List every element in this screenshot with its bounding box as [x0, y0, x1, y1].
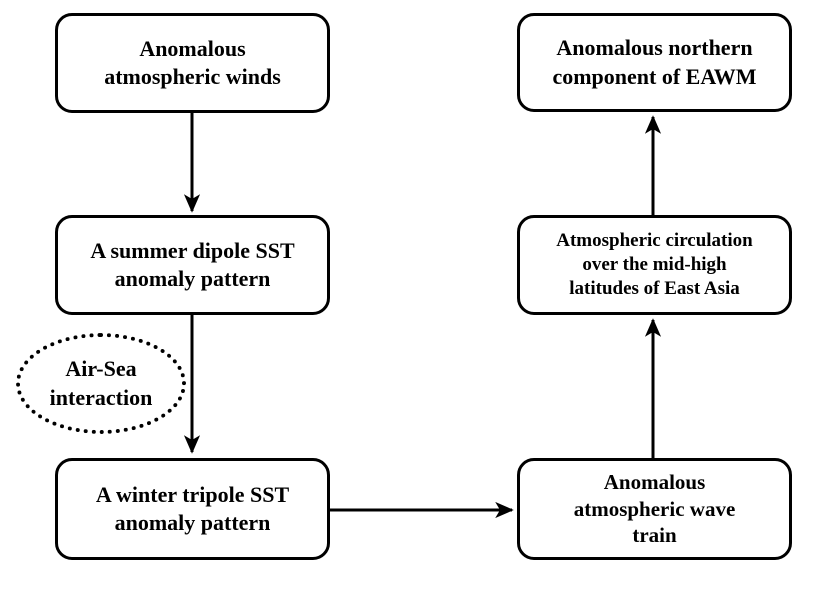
node-label: Anomalous atmospheric wave train	[573, 469, 736, 548]
node-label: Anomalous northern component of EAWM	[552, 35, 757, 89]
node-anomalous-northern-eawm: Anomalous northern component of EAWM	[517, 13, 792, 112]
node-atmospheric-circulation: Atmospheric circulation over the mid-hig…	[517, 215, 792, 315]
node-label: A winter tripole SST anomaly pattern	[95, 481, 290, 535]
node-label: Atmospheric circulation over the mid-hig…	[556, 229, 753, 300]
node-label: Air-Sea interaction	[49, 356, 153, 410]
node-summer-dipole-sst: A summer dipole SST anomaly pattern	[55, 215, 330, 315]
node-label: Anomalous atmospheric winds	[104, 35, 281, 89]
node-anomalous-wave-train: Anomalous atmospheric wave train	[517, 458, 792, 560]
node-winter-tripole-sst: A winter tripole SST anomaly pattern	[55, 458, 330, 560]
node-air-sea-interaction: Air-Sea interaction	[16, 333, 186, 434]
node-label: A summer dipole SST anomaly pattern	[90, 237, 295, 291]
node-anomalous-atmospheric-winds: Anomalous atmospheric winds	[55, 13, 330, 113]
